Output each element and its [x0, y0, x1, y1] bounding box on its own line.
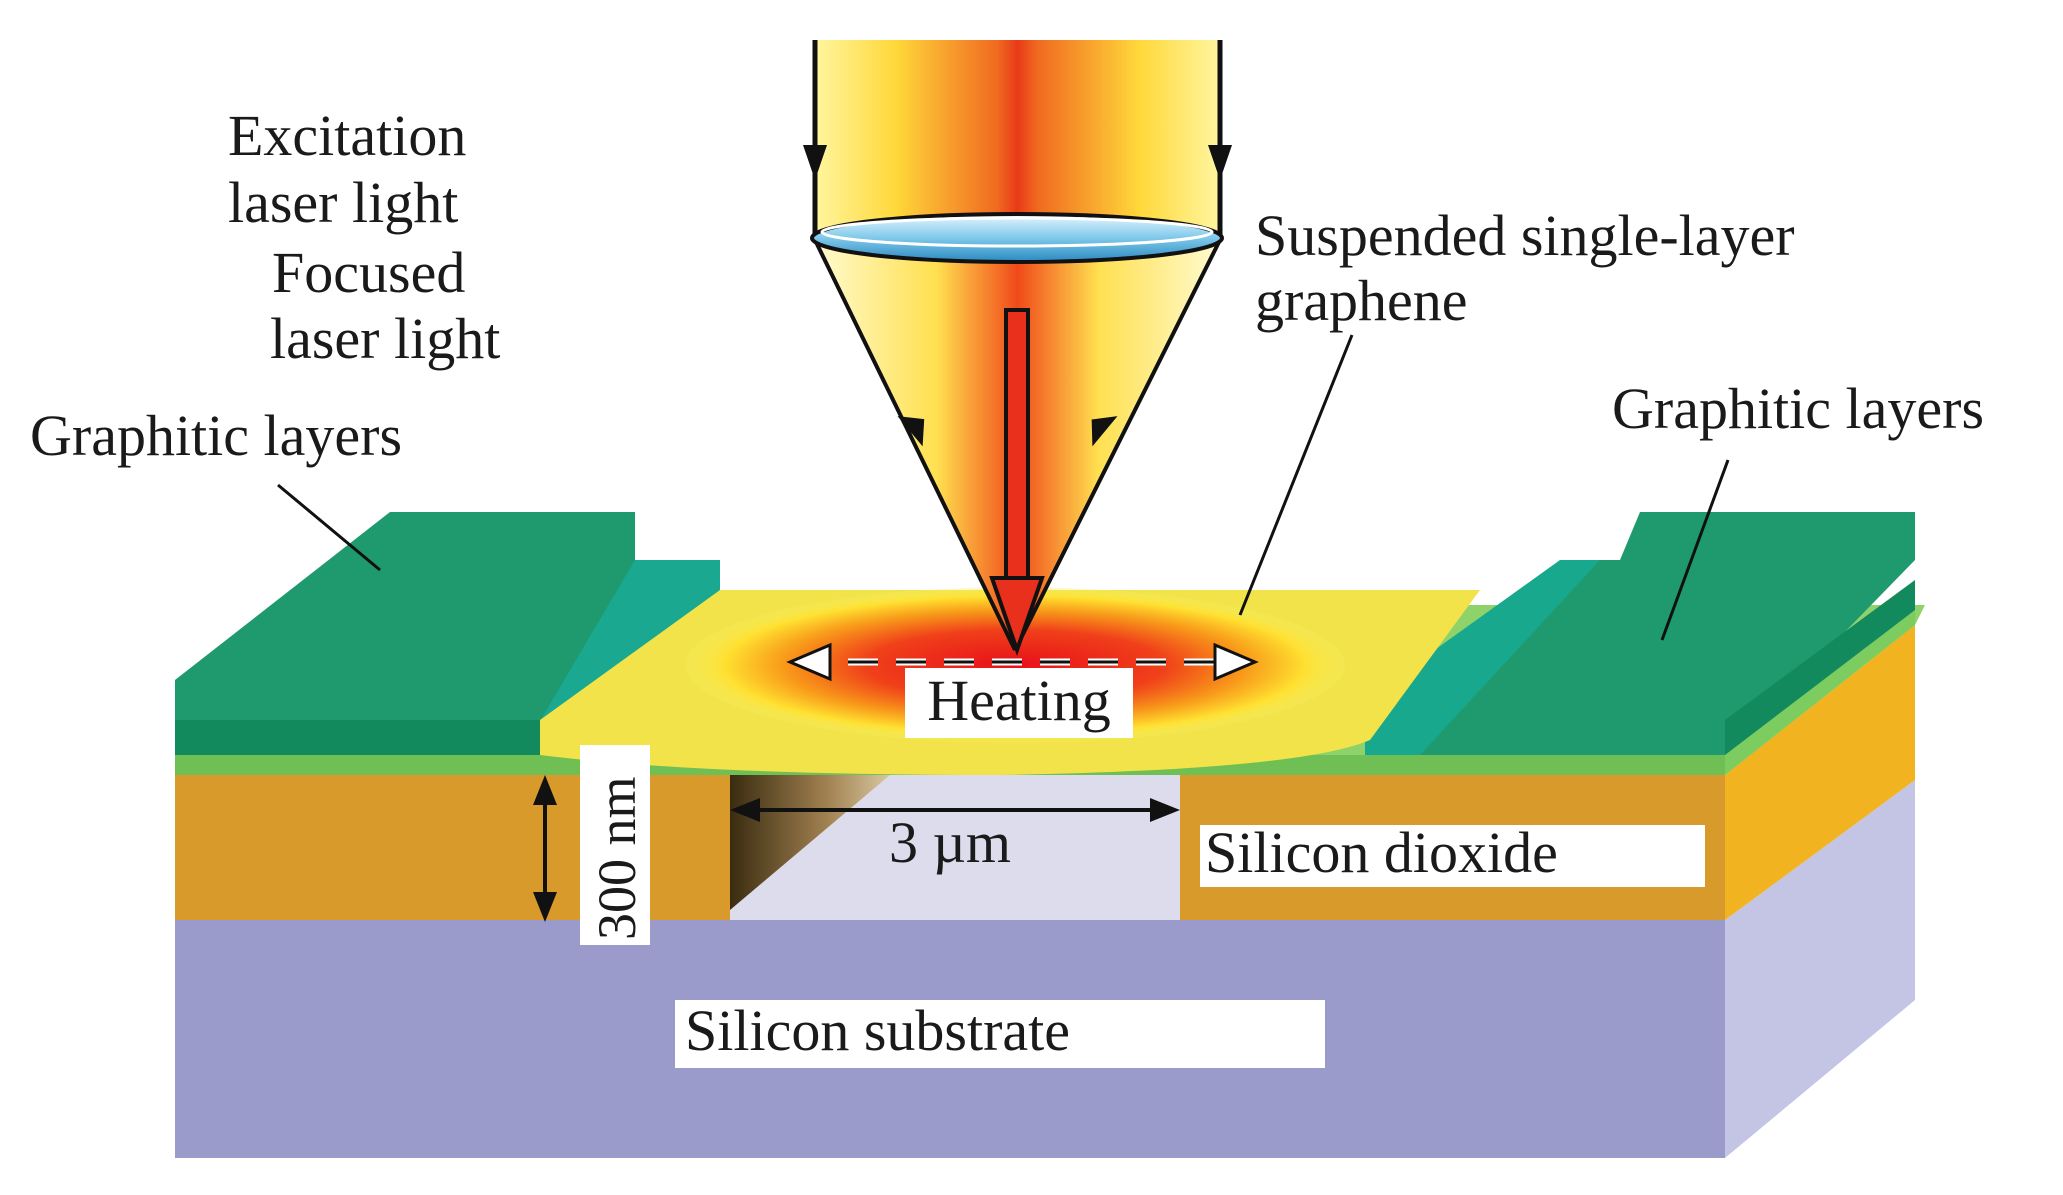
thickness-label-box	[580, 745, 650, 945]
heating-label: Heating	[927, 668, 1111, 733]
lens-body	[810, 212, 1224, 264]
suspended-graphene-leader	[1238, 334, 1354, 616]
graphitic-right-leader	[1660, 459, 1730, 641]
center-arrow-shaft	[1004, 308, 1030, 582]
silicon-dioxide-label: Silicon dioxide	[1205, 820, 1558, 885]
graphitic-layers-right-label: Graphitic layers	[1612, 376, 1984, 441]
focused-label: Focused	[272, 240, 465, 305]
heating-arrow-right-icon	[1213, 642, 1259, 682]
silicon-dioxide-label-box	[1200, 825, 1705, 887]
graphitic-layers-left-label: Graphitic layers	[30, 403, 402, 468]
heating-arrow	[786, 642, 1259, 682]
focusing-lens	[810, 212, 1224, 264]
graphite-left-front	[175, 720, 540, 755]
graphite-right-side	[1725, 580, 1915, 755]
suspended-graphene-label-2: graphene	[1255, 268, 1468, 333]
silicon-substrate-label: Silicon substrate	[685, 998, 1070, 1063]
graphene-side-edge	[1725, 610, 1915, 775]
substrate-side-face	[1725, 780, 1915, 1158]
arrow-down-right-icon	[1208, 145, 1232, 180]
heating-arrow-left-icon	[786, 642, 832, 682]
gap-width-label: 3 µm	[889, 810, 1011, 875]
center-arrow-head-icon	[989, 576, 1045, 657]
thickness-label: 300 nm	[587, 776, 647, 940]
laser-light-label-2: laser light	[270, 306, 500, 371]
thickness-arrow-down-icon	[533, 892, 557, 922]
gap-arrow-right-icon	[1150, 798, 1180, 822]
laser-beam	[803, 40, 1232, 657]
cone-edge-left	[813, 239, 1017, 651]
graphitic-left-leader	[277, 483, 381, 572]
oxide-side-face	[1725, 625, 1915, 920]
thickness-arrow	[533, 775, 557, 922]
gap-arrow-left-icon	[730, 798, 760, 822]
heating-label-box	[905, 668, 1133, 738]
cone-edge-right	[1013, 239, 1222, 651]
collimated-beam	[815, 40, 1220, 240]
suspended-graphene-label-1: Suspended single-layer	[1255, 203, 1795, 268]
lens-highlight	[820, 216, 1214, 248]
arrow-cone-left-icon	[897, 416, 925, 447]
graphitic-block-right	[1365, 512, 1915, 755]
graphite-right-step	[1365, 560, 1600, 755]
laser-light-label-1: laser light	[228, 170, 458, 235]
thickness-arrow-up-icon	[533, 775, 557, 805]
silicon-substrate-label-box	[675, 1000, 1325, 1068]
arrow-cone-right-icon	[1091, 416, 1118, 447]
gap-width-arrow	[730, 798, 1180, 822]
arrow-down-left-icon	[803, 145, 827, 180]
excitation-label: Excitation	[228, 103, 466, 168]
